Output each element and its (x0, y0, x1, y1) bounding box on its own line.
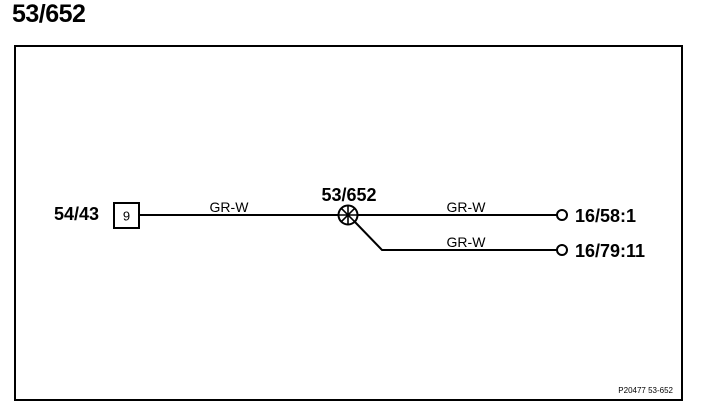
terminal-icon (556, 209, 568, 221)
figure-reference: P20477 53-652 (618, 386, 673, 395)
connector-pin-box (113, 202, 140, 229)
wire-splice-to-terminal-2 (354, 221, 557, 251)
terminal-label: 16/79:11 (575, 241, 645, 261)
terminal-label: 16/58:1 (575, 206, 636, 226)
wire-label: GR-W (447, 234, 487, 250)
connector-label: 54/43 (54, 204, 99, 224)
connector-pin-number: 9 (123, 209, 130, 224)
page-title: 53/652 (12, 0, 86, 28)
terminal-icon (556, 244, 568, 256)
diagram-frame (14, 45, 683, 401)
wire-label: GR-W (447, 199, 487, 215)
splice-icon (337, 204, 359, 226)
wire-label: GR-W (210, 199, 250, 215)
splice-label: 53/652 (321, 185, 376, 205)
